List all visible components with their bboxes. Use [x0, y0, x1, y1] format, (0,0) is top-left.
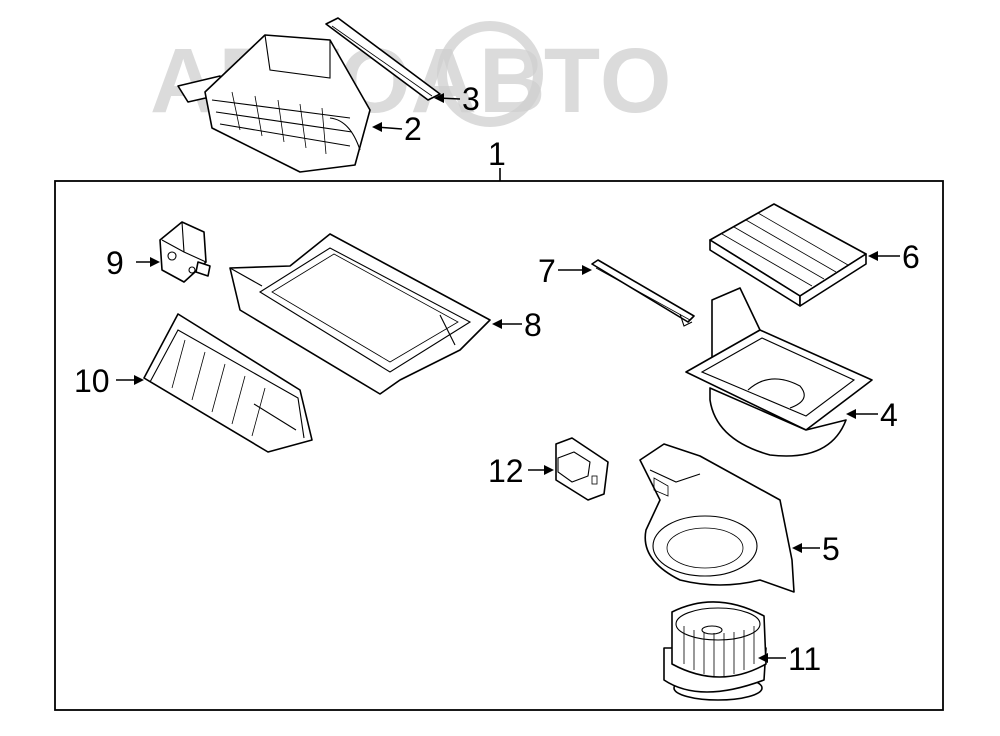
callout-12: 12	[488, 453, 524, 489]
callout-11: 11	[788, 641, 821, 677]
part-7-slat	[591, 259, 695, 327]
callout-9: 9	[106, 245, 124, 281]
callout-7: 7	[538, 253, 556, 289]
part-8-filter-tray	[229, 233, 491, 395]
part-3-gasket-strip	[325, 17, 441, 101]
part-12-resistor	[555, 437, 609, 501]
part-9-actuator	[159, 221, 211, 283]
callout-1: 1	[488, 136, 506, 172]
assembly-frame	[54, 180, 944, 711]
part-2-heater-housing	[177, 34, 371, 173]
part-10-lower-case	[143, 313, 313, 453]
part-4-blower-case-upper	[685, 287, 873, 457]
part-6-cabin-filter	[709, 203, 867, 307]
callout-2: 2	[404, 111, 422, 147]
callout-10: 10	[74, 363, 110, 399]
callout-3: 3	[462, 81, 480, 117]
part-5-blower-housing-lower	[639, 443, 795, 593]
callout-6: 6	[902, 239, 920, 275]
part-11-blower-motor	[663, 601, 767, 701]
leader-lines	[116, 93, 900, 663]
callout-5: 5	[822, 531, 840, 567]
callout-8: 8	[524, 307, 542, 343]
callout-4: 4	[880, 397, 898, 433]
